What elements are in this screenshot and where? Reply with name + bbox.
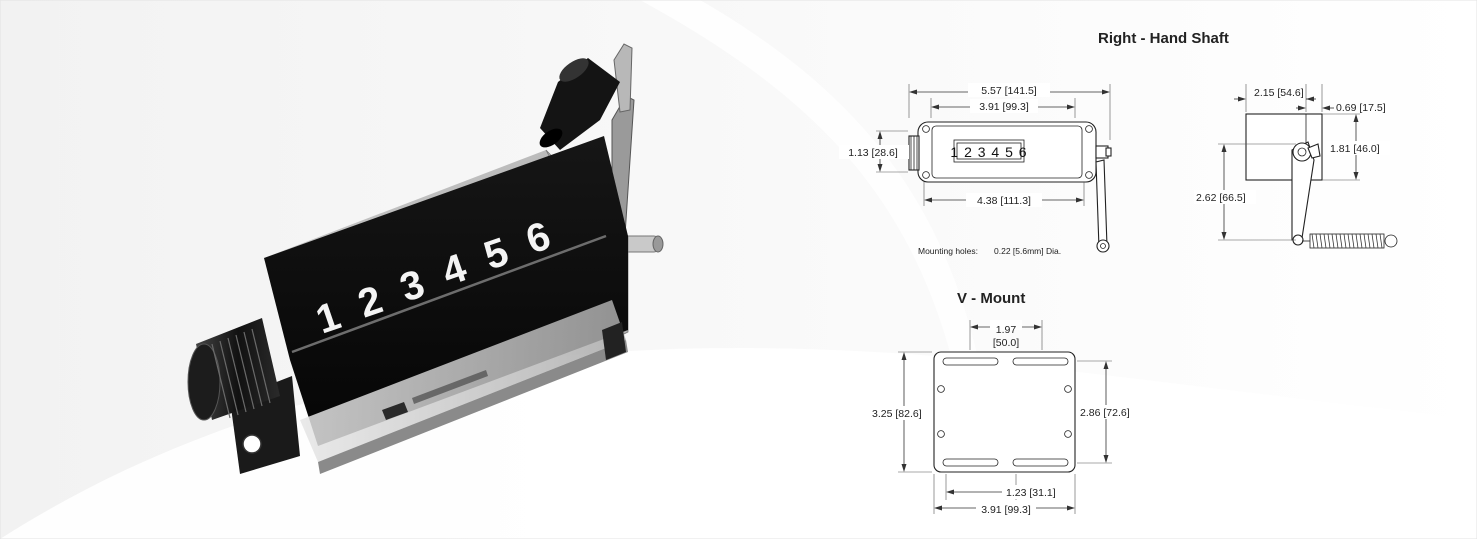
mounting-holes-label: Mounting holes: — [918, 246, 978, 256]
side-view-drawing: 2.15 [54.6] 0.69 [17.5] 1.81 [46.0] — [1194, 84, 1398, 249]
v-mount-title: V - Mount — [957, 290, 1025, 307]
lever-spring — [1302, 233, 1398, 249]
side-offset-dimension: 0.69 [17.5] — [1336, 102, 1386, 114]
side-height-dimension: 1.81 [46.0] — [1330, 143, 1380, 155]
window-length-dimension: 3.91 [99.3] — [979, 101, 1029, 113]
height-dimension: 1.13 [28.6] — [848, 147, 898, 159]
reset-knob — [187, 318, 280, 421]
overall-length-dimension: 5.57 [141.5] — [981, 85, 1037, 97]
v-mount-drawing: 1.97 [50.0] 3.25 [82.6] 2.86 [72.6] — [870, 320, 1140, 516]
counter-photo: 1 2 3 4 5 6 — [187, 43, 664, 474]
display-digits: 1 2 3 4 5 6 — [950, 144, 1027, 160]
front-view-drawing: 5.57 [141.5] 3.91 [99.3] 1 2 3 4 5 6 — [839, 83, 1112, 256]
bottom-slot-spacing-dimension: 1.23 [31.1] — [1006, 487, 1056, 499]
top-slot-spacing-mm: [50.0] — [993, 337, 1019, 349]
mounting-holes-value: 0.22 [5.6mm] Dia. — [994, 246, 1061, 256]
side-width-dimension: 2.15 [54.6] — [1254, 87, 1304, 99]
lever-handle — [539, 58, 620, 150]
lever-height-dimension: 2.62 [66.5] — [1196, 192, 1246, 204]
right-hand-shaft-title: Right - Hand Shaft — [1098, 30, 1229, 47]
hole-spacing-dimension: 4.38 [111.3] — [977, 195, 1031, 207]
outer-height-dimension: 3.25 [82.6] — [872, 408, 922, 420]
inner-height-dimension: 2.86 [72.6] — [1080, 407, 1130, 419]
overall-width-dimension: 3.91 [99.3] — [981, 504, 1031, 516]
top-slot-spacing-dimension: 1.97 — [996, 324, 1017, 336]
mounting-hole — [242, 434, 262, 454]
